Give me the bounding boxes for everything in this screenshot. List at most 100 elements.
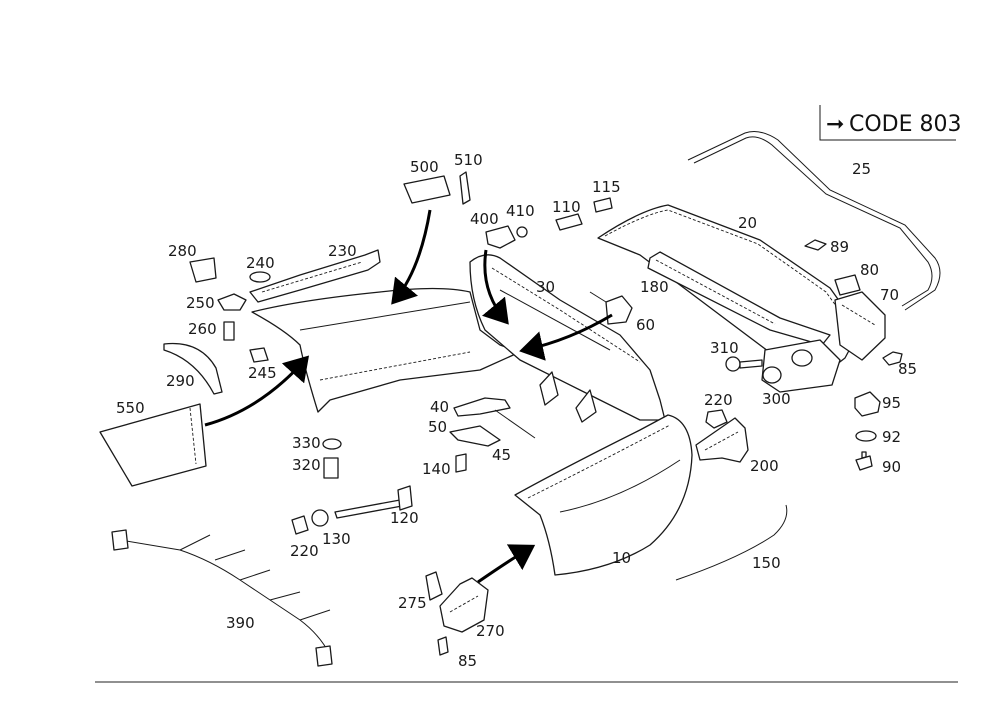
part-25-diffuser	[687, 131, 941, 311]
label-240: 240	[246, 254, 275, 272]
part-390-harness	[111, 529, 333, 667]
label-310: 310	[710, 339, 739, 357]
label-330: 330	[292, 434, 321, 452]
label-25: 25	[852, 160, 871, 178]
label-120: 120	[390, 509, 419, 527]
part-50-bracket	[449, 425, 501, 447]
label-89: 89	[830, 238, 849, 256]
part-180-strip	[647, 251, 831, 346]
label-180: 180	[640, 278, 669, 296]
label-400: 400	[470, 210, 499, 228]
part-500-panel	[403, 175, 451, 204]
part-280-clip	[189, 257, 217, 283]
part-95-clip	[854, 391, 881, 417]
part-140-screw	[455, 453, 467, 473]
label-30: 30	[536, 278, 555, 296]
part-115-clip	[593, 197, 613, 213]
code-arrow-glyph: ➞	[826, 112, 844, 137]
part-320-screw	[323, 457, 339, 479]
label-410: 410	[506, 202, 535, 220]
part-92-washer	[855, 430, 877, 442]
part-110-clip	[555, 213, 583, 231]
label-10: 10	[612, 549, 631, 567]
part-45-rod	[494, 409, 536, 439]
label-220-right: 220	[704, 391, 733, 409]
code-803-label: CODE 803	[849, 112, 962, 137]
label-92: 92	[882, 428, 901, 446]
part-85-pin-lower	[437, 636, 449, 656]
label-110: 110	[552, 198, 581, 216]
label-80: 80	[860, 261, 879, 279]
label-90: 90	[882, 458, 901, 476]
part-85-pin-right	[882, 351, 903, 366]
part-330-washer	[322, 438, 342, 450]
part-275-clip	[425, 571, 443, 601]
part-310-screw	[725, 356, 763, 372]
label-300: 300	[762, 390, 791, 408]
part-220-nut-left	[291, 515, 309, 535]
part-10-main-bumper	[514, 414, 693, 576]
label-220-left: 220	[290, 542, 319, 560]
label-45: 45	[492, 446, 511, 464]
part-70-bracket	[834, 291, 886, 361]
arrows	[204, 209, 613, 584]
part-300-end-piece	[761, 339, 841, 393]
label-270: 270	[476, 622, 505, 640]
part-40-bracket	[453, 397, 511, 417]
label-260: 260	[188, 320, 217, 338]
label-275: 275	[398, 594, 427, 612]
label-390: 390	[226, 614, 255, 632]
arrow-270-to-bumper	[477, 544, 536, 584]
label-150: 150	[752, 554, 781, 572]
label-60: 60	[636, 316, 655, 334]
label-130: 130	[322, 530, 351, 548]
part-mount-bracket-a	[539, 371, 559, 406]
label-200: 200	[750, 457, 779, 475]
part-290-trim	[163, 342, 223, 395]
label-500: 500	[410, 158, 439, 176]
part-410-ring	[516, 226, 528, 238]
label-250: 250	[186, 294, 215, 312]
label-140: 140	[422, 460, 451, 478]
part-150-trim	[675, 504, 788, 581]
part-130-washer	[311, 509, 329, 527]
label-95: 95	[882, 394, 901, 412]
label-230: 230	[328, 242, 357, 260]
label-510: 510	[454, 151, 483, 169]
part-400-housing	[485, 225, 516, 249]
arrow-60-to-bumper	[519, 313, 613, 361]
label-320: 320	[292, 456, 321, 474]
part-230-bracket	[249, 249, 381, 303]
label-70: 70	[880, 286, 899, 304]
label-40: 40	[430, 398, 449, 416]
part-60-sensor	[589, 291, 633, 325]
part-250-bracket	[217, 293, 247, 311]
label-245: 245	[248, 364, 277, 382]
part-240-cap	[249, 271, 271, 283]
part-200-bracket	[695, 417, 749, 463]
part-80-clip	[834, 274, 861, 296]
part-270-bracket	[439, 577, 489, 633]
part-left-side-panel	[251, 287, 521, 413]
part-245-nut	[249, 347, 269, 363]
part-260-screw	[223, 321, 235, 341]
part-510-strip	[459, 171, 471, 205]
part-89-disc	[804, 239, 827, 251]
label-550: 550	[116, 399, 145, 417]
part-550-sheet	[99, 403, 207, 487]
arrow-400-to-bumper	[481, 249, 509, 325]
label-20: 20	[738, 214, 757, 232]
label-85-right: 85	[898, 360, 917, 378]
arrow-550-to-panel	[204, 355, 310, 427]
part-mount-bracket-b	[575, 389, 597, 423]
label-115: 115	[592, 178, 621, 196]
code-803-box: ➞ CODE 803	[819, 105, 962, 141]
label-290: 290	[166, 372, 195, 390]
label-85-lower: 85	[458, 652, 477, 670]
part-90-screw	[855, 451, 873, 471]
part-220-nut-right	[705, 409, 728, 429]
part-labels: 10 20 25 30 40 45 50 60 70 80 85 85 89 9…	[116, 151, 917, 670]
part-120-rod	[334, 485, 413, 519]
arrow-500-to-panel	[391, 209, 432, 305]
